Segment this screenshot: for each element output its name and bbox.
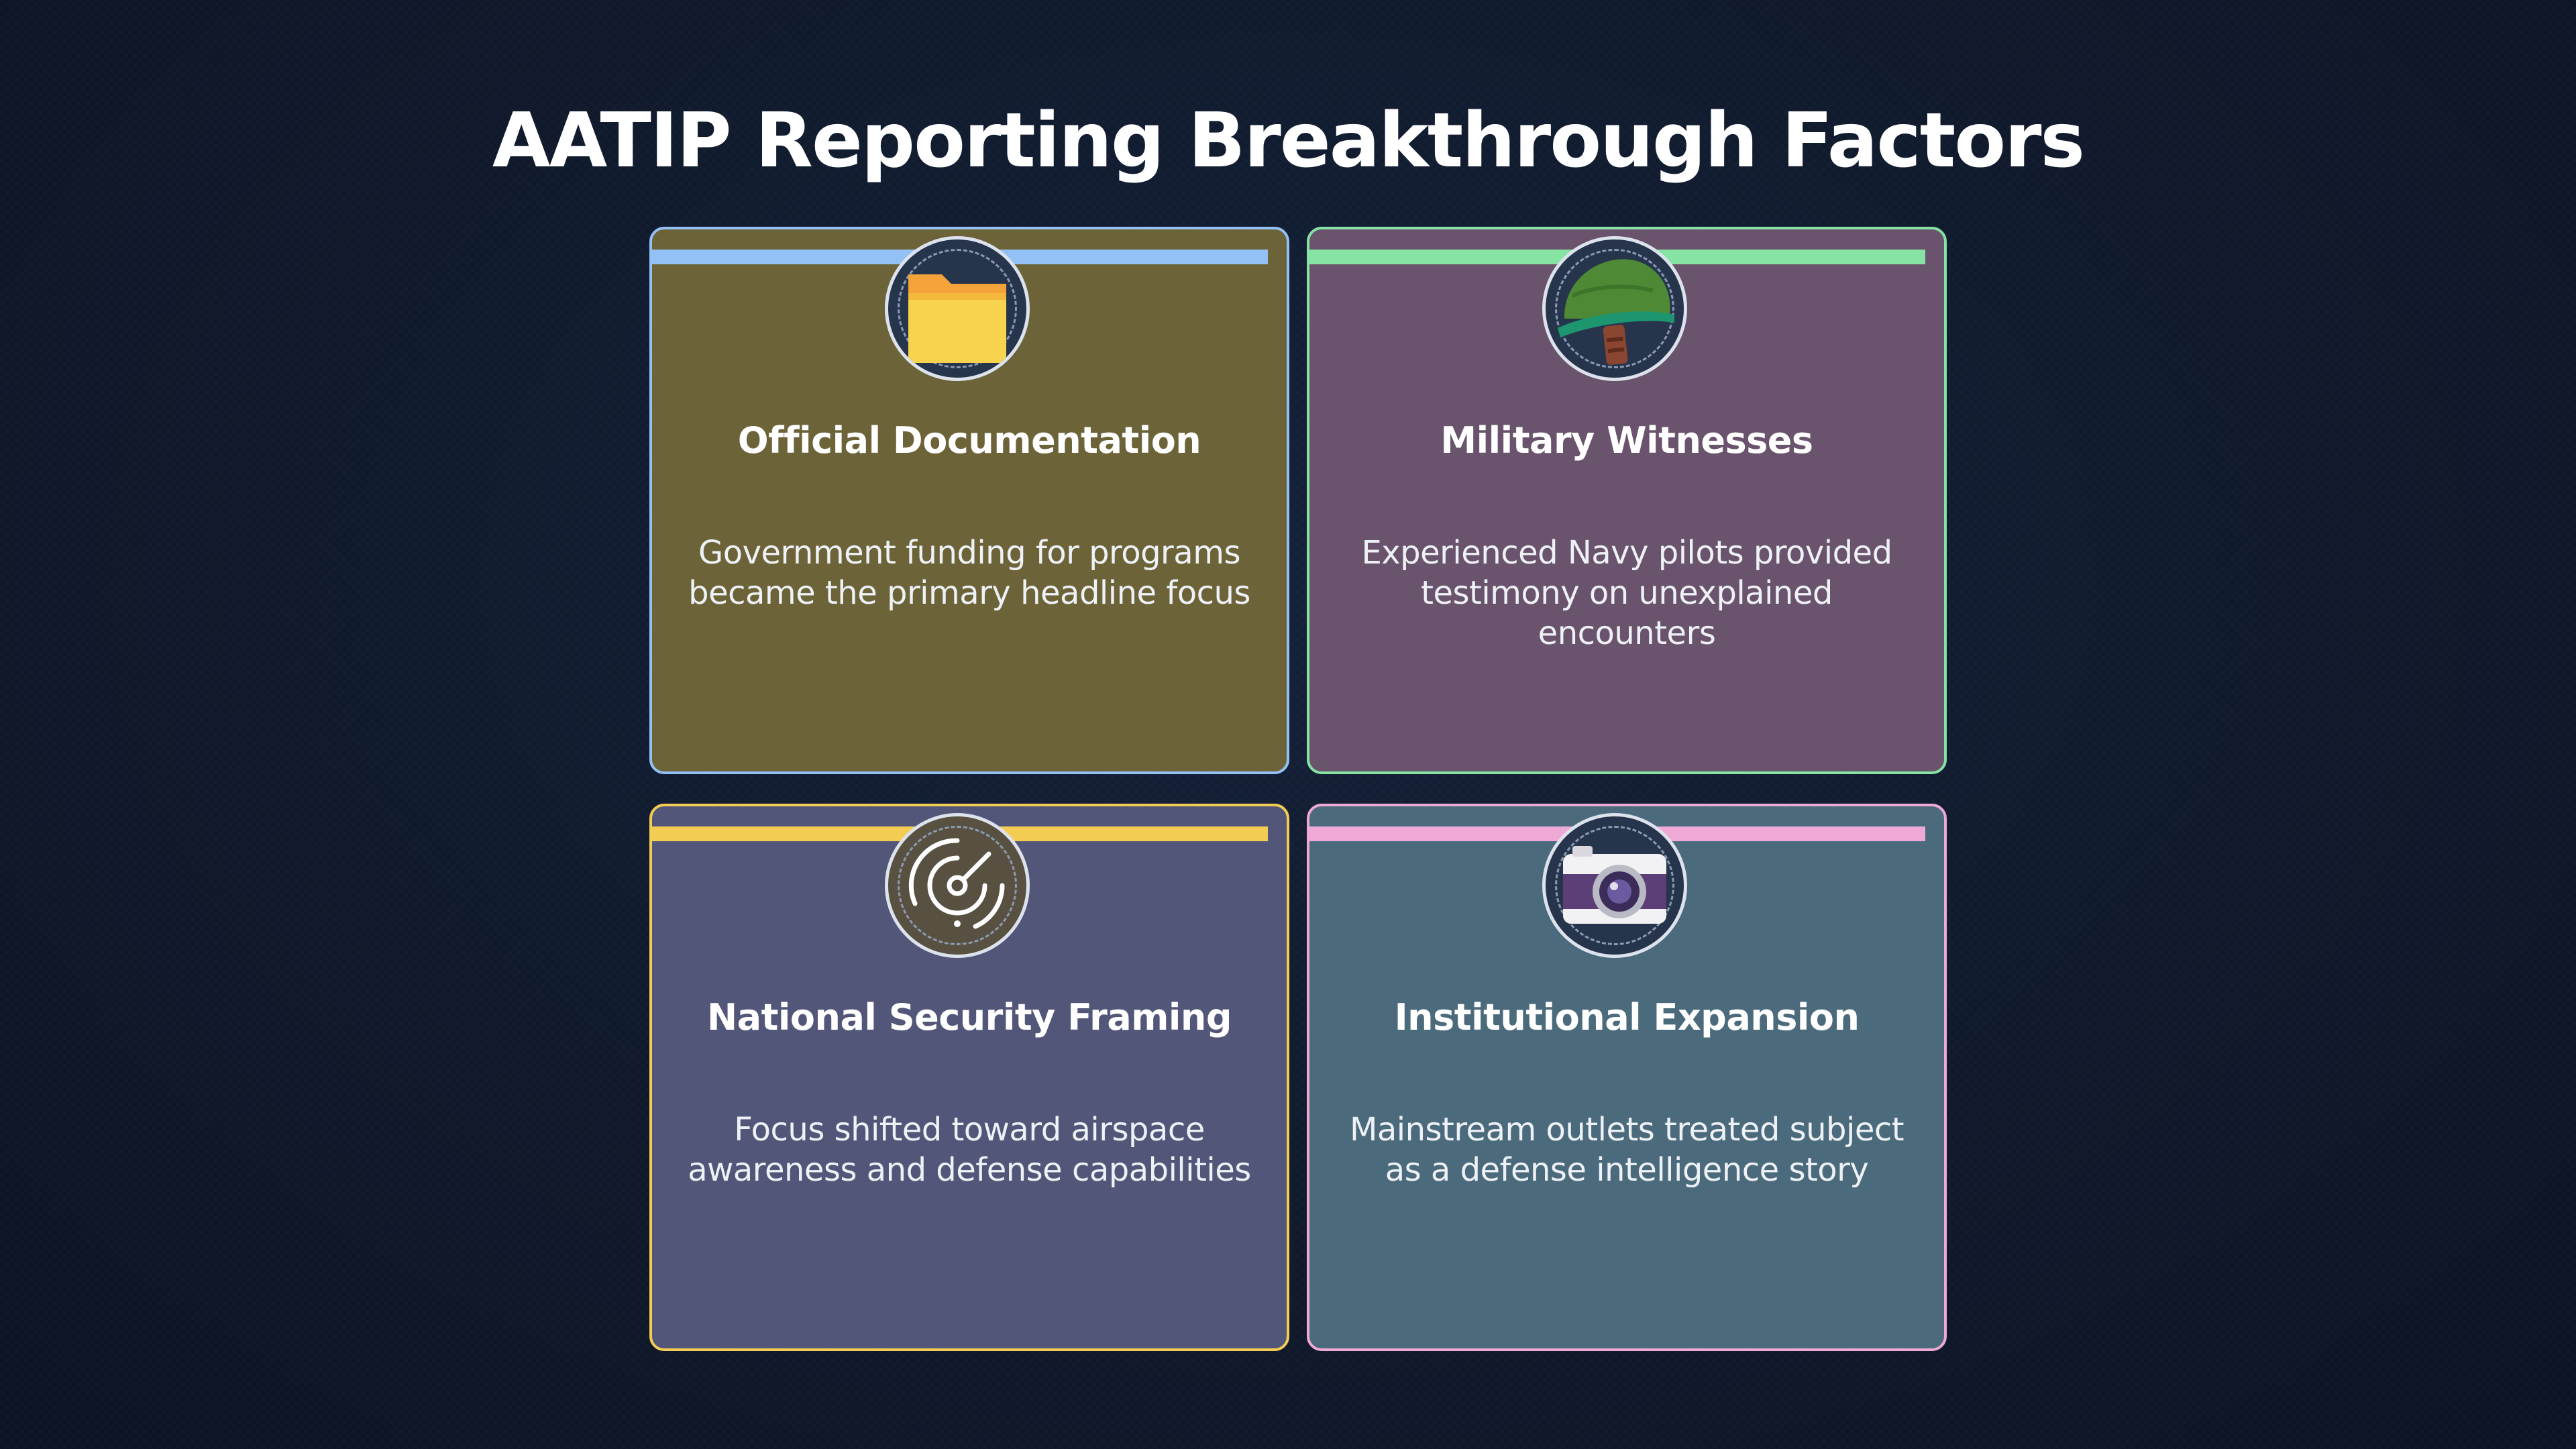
military-helmet-icon [1558, 259, 1674, 365]
page-title: AATIP Reporting Breakthrough Factors [492, 97, 2085, 184]
card-description-line: Focus shifted toward airspace [734, 1111, 1205, 1148]
card-military-witnesses: Military Witnesses Experienced Navy pilo… [1307, 227, 1947, 774]
card-title: Institutional Expansion [1394, 996, 1860, 1038]
card-description-line: as a defense intelligence story [1385, 1151, 1869, 1189]
camera-icon [1563, 846, 1666, 924]
military-helmet-icon-badge [1542, 236, 1687, 381]
camera-icon-badge [1542, 813, 1687, 958]
card-description-line: testimony on unexplained encounters [1421, 574, 1833, 652]
card-official-documentation: Official Documentation Government fundin… [649, 227, 1289, 774]
card-description-line: awareness and defense capabilities [688, 1151, 1251, 1189]
card-description: Experienced Navy pilots provided testimo… [1336, 533, 1917, 653]
card-description-line: Mainstream outlets treated subject [1349, 1111, 1904, 1148]
folder-icon [908, 274, 1006, 363]
card-title: Official Documentation [737, 419, 1201, 462]
card-institutional-expansion: Institutional Expansion Mainstream outle… [1307, 804, 1947, 1351]
card-description: Focus shifted toward airspace awareness … [679, 1110, 1260, 1190]
radar-icon [908, 838, 1005, 929]
card-description: Government funding for programs became t… [679, 533, 1260, 613]
radar-icon-badge [885, 813, 1030, 958]
card-title: National Security Framing [706, 996, 1232, 1038]
card-description: Mainstream outlets treated subject as a … [1336, 1110, 1917, 1190]
card-description-line: Government funding for programs [698, 534, 1240, 572]
card-title: Military Witnesses [1440, 419, 1813, 462]
folder-icon-badge [885, 236, 1030, 381]
card-description-line: Experienced Navy pilots provided [1361, 534, 1892, 572]
card-description-line: became the primary headline focus [688, 574, 1250, 612]
card-national-security-framing: National Security Framing Focus shifted … [649, 804, 1289, 1351]
